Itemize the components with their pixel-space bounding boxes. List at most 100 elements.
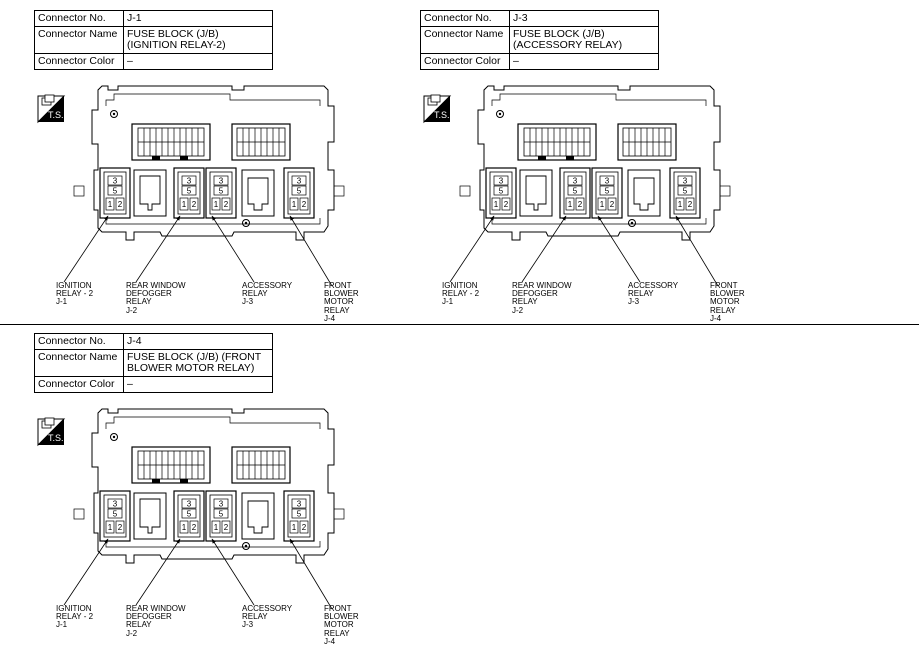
- pin-cell: [289, 197, 299, 211]
- upper-connector-left: [517, 123, 597, 161]
- pin-number: 2: [578, 200, 583, 209]
- pin-cell: [181, 508, 197, 519]
- pin-cell: [189, 197, 199, 211]
- pin-number: 2: [224, 523, 229, 532]
- pin-cell: [221, 197, 231, 211]
- callout-ignition-relay: IGNITION RELAY - 2 J-1: [56, 281, 94, 307]
- pin-cell: [567, 185, 583, 196]
- empty-socket-2: [627, 169, 661, 217]
- pin-number: 5: [605, 187, 610, 196]
- callout-ignition-relay: IGNITION RELAY - 2 J-1: [442, 281, 480, 307]
- pin-number: 1: [292, 523, 297, 532]
- pin-cell: [299, 197, 309, 211]
- pin-number: 2: [610, 200, 615, 209]
- pin-number: 3: [297, 177, 302, 186]
- pin-cell: [501, 197, 511, 211]
- pin-number: 2: [118, 523, 123, 532]
- pin-number: 5: [219, 510, 224, 519]
- connector-info-table: Connector No. J-4 Connector Name FUSE BL…: [34, 333, 273, 393]
- pin-cell: [107, 498, 123, 509]
- pin-cell: [115, 197, 125, 211]
- callout-front-blower-motor-relay: FRONT BLOWER MOTOR RELAY J-4: [324, 604, 359, 646]
- pin-cell: [181, 175, 197, 186]
- pin-cell: [567, 175, 583, 186]
- pin-cell: [677, 175, 693, 186]
- empty-socket-1: [133, 169, 167, 217]
- fuse-block-diagram: T.S.: [423, 85, 731, 287]
- upper-connector-left: [131, 446, 211, 484]
- connector-color-value: –: [123, 53, 273, 70]
- pin-number: 5: [113, 510, 118, 519]
- pin-number: 5: [113, 187, 118, 196]
- empty-socket-2: [241, 492, 275, 540]
- terminal-side-icon: T.S.: [37, 417, 66, 447]
- callout-ignition-relay: IGNITION RELAY - 2 J-1: [56, 604, 94, 630]
- callout-rear-window-defogger-relay: REAR WINDOW DEFOGGER RELAY J-2: [126, 281, 186, 315]
- pin-cell: [291, 175, 307, 186]
- terminal-side-icon: T.S.: [37, 94, 66, 124]
- pin-number: 5: [499, 187, 504, 196]
- pin-number: 5: [297, 187, 302, 196]
- pin-cell: [189, 520, 199, 534]
- connector-panel-j3: Connector No. J-3 Connector Name FUSE BL…: [420, 10, 760, 323]
- pin-cell: [107, 185, 123, 196]
- pin-cell: [677, 185, 693, 196]
- pin-cell: [493, 175, 509, 186]
- pin-number: 2: [302, 523, 307, 532]
- pin-cell: [491, 197, 501, 211]
- pin-cell: [181, 185, 197, 196]
- ts-label: T.S.: [434, 110, 450, 120]
- fuse-block-diagram: T.S.: [37, 85, 345, 287]
- pin-cell: [675, 197, 685, 211]
- pin-cell: [179, 520, 189, 534]
- pin-cell: [575, 197, 585, 211]
- connector-name-value: FUSE BLOCK (J/B) (IGNITION RELAY-2): [123, 26, 273, 54]
- pin-number: 3: [219, 177, 224, 186]
- pin-number: 2: [504, 200, 509, 209]
- callout-rear-window-defogger-relay: REAR WINDOW DEFOGGER RELAY J-2: [126, 604, 186, 638]
- pin-number: 1: [494, 200, 499, 209]
- connector-panel-j1: Connector No. J-1 Connector Name FUSE BL…: [34, 10, 374, 322]
- pin-cell: [115, 520, 125, 534]
- pin-number: 1: [182, 523, 187, 532]
- pin-cell: [565, 197, 575, 211]
- connector-name-key: Connector Name: [34, 349, 124, 377]
- pin-cell: [211, 197, 221, 211]
- pin-number: 3: [297, 500, 302, 509]
- fuse-block-diagram: T.S.: [37, 408, 345, 610]
- pin-number: 2: [192, 523, 197, 532]
- pin-number: 5: [683, 187, 688, 196]
- pin-number: 3: [605, 177, 610, 186]
- pin-number: 2: [224, 200, 229, 209]
- empty-socket-1: [133, 492, 167, 540]
- pin-number: 1: [292, 200, 297, 209]
- connector-info-table: Connector No. J-3 Connector Name FUSE BL…: [420, 10, 659, 70]
- callout-accessory-relay: ACCESSORY RELAY J-3: [242, 604, 293, 630]
- pin-number: 5: [219, 187, 224, 196]
- pin-cell: [213, 175, 229, 186]
- connector-color-key: Connector Color: [34, 376, 124, 393]
- pin-cell: [291, 508, 307, 519]
- pin-cell: [291, 185, 307, 196]
- pin-cell: [213, 185, 229, 196]
- upper-connector-right: [231, 123, 291, 161]
- upper-connector-right: [231, 446, 291, 484]
- pin-cell: [221, 520, 231, 534]
- callout-front-blower-motor-relay: FRONT BLOWER MOTOR RELAY J-4: [710, 281, 745, 323]
- pin-number: 5: [297, 510, 302, 519]
- pin-number: 3: [113, 177, 118, 186]
- pin-number: 3: [683, 177, 688, 186]
- pin-cell: [597, 197, 607, 211]
- pin-number: 5: [187, 187, 192, 196]
- pin-cell: [685, 197, 695, 211]
- pin-number: 3: [499, 177, 504, 186]
- empty-socket-2: [241, 169, 275, 217]
